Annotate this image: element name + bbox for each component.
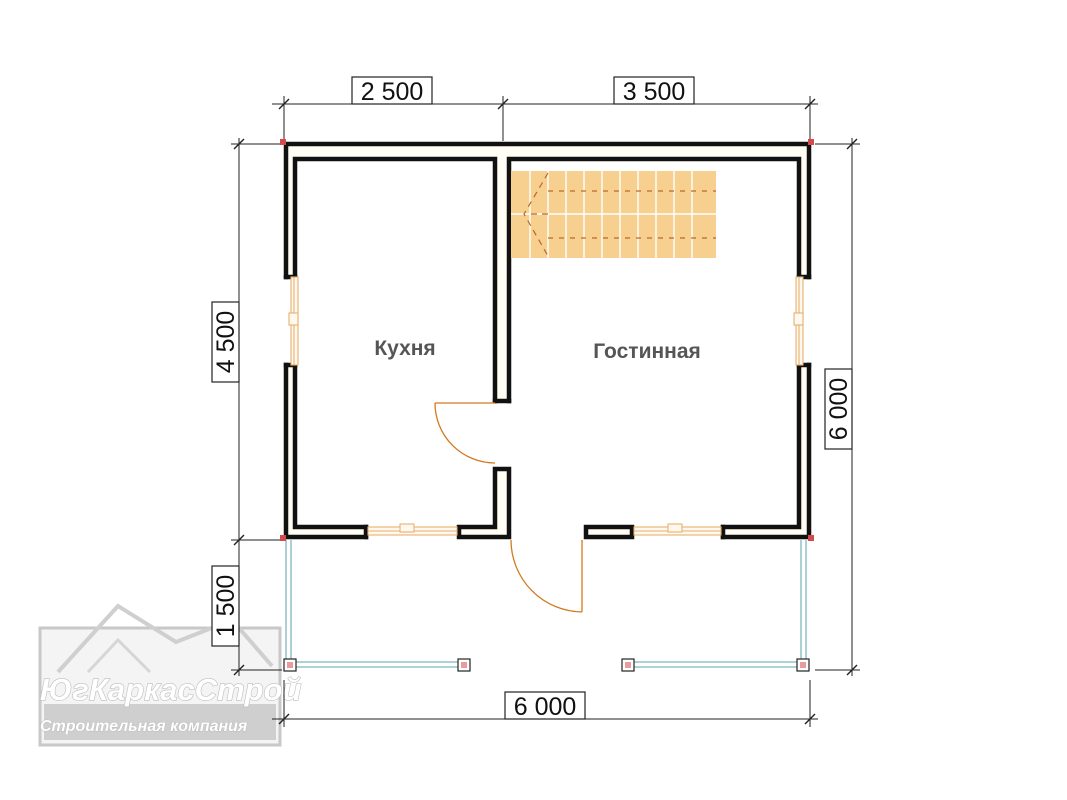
window-left xyxy=(288,276,299,366)
terrace-posts xyxy=(283,658,810,672)
dimension-label-top-left: 2 500 xyxy=(351,76,433,106)
terrace-railing xyxy=(285,540,807,668)
door-kitchen xyxy=(434,402,496,464)
dimension-label-left-top: 4 500 xyxy=(211,301,240,383)
dimension-label-left-bottom: 1 500 xyxy=(211,565,240,647)
walls xyxy=(283,141,812,540)
svg-text:1 500: 1 500 xyxy=(212,575,240,638)
svg-text:2 500: 2 500 xyxy=(361,78,424,106)
dimension-label-right: 6 000 xyxy=(824,368,853,450)
room-label-kitchen: Кухня xyxy=(374,337,435,360)
door-entrance xyxy=(510,539,583,613)
dimension-label-top-right: 3 500 xyxy=(613,76,695,106)
window-right xyxy=(793,276,804,366)
svg-text:6 000: 6 000 xyxy=(514,693,577,721)
svg-text:6 000: 6 000 xyxy=(825,378,853,441)
window-kitchen-front xyxy=(367,523,458,536)
staircase xyxy=(511,171,716,258)
watermark-company: ЮгКаркасСтрой xyxy=(40,672,301,707)
room-label-living-room: Гостинная xyxy=(593,340,701,363)
watermark-logo: ЮгКаркасСтрой Строительная компания xyxy=(38,603,302,747)
svg-text:4 500: 4 500 xyxy=(212,311,240,374)
watermark-tagline: Строительная компания xyxy=(40,718,248,735)
dimension-label-bottom: 6 000 xyxy=(504,691,586,721)
window-living-front xyxy=(633,523,722,536)
svg-text:3 500: 3 500 xyxy=(623,78,686,106)
corner-markers xyxy=(280,139,814,541)
